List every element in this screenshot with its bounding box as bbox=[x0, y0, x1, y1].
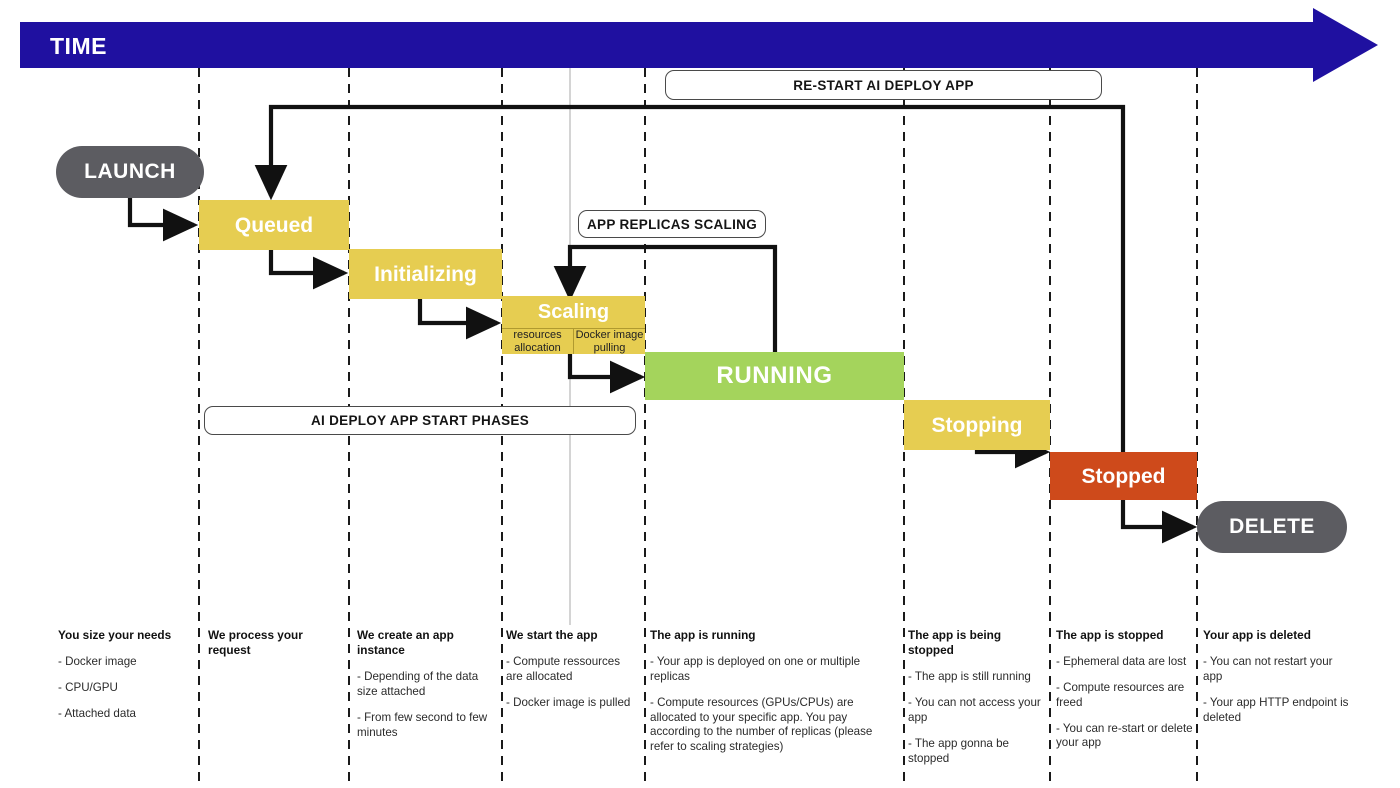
annotation-restart-label: RE-START AI DEPLOY APP bbox=[793, 77, 974, 93]
annotation-restart-ai-deploy-app: RE-START AI DEPLOY APP bbox=[665, 70, 1102, 100]
column-bullet: - Docker image bbox=[58, 655, 137, 669]
resources-allocation-line2: allocation bbox=[514, 341, 561, 354]
docker-image-pulling-line2: pulling bbox=[593, 341, 626, 354]
column-bullet: - Your app HTTP endpoint is deleted bbox=[1203, 695, 1349, 724]
scaling-subphase-resources-allocation: resources allocation bbox=[502, 328, 573, 354]
column-the-app-is-stopped: The app is stopped - Ephemeral data are … bbox=[1056, 628, 1194, 751]
state-stopping[interactable]: Stopping bbox=[904, 400, 1050, 450]
state-queued-label: Queued bbox=[234, 213, 314, 237]
column-head: Your app is deleted bbox=[1203, 628, 1311, 642]
column-head: The app is running bbox=[650, 628, 756, 642]
launch-terminal[interactable]: LAUNCH bbox=[56, 146, 204, 198]
column-head: We process your request bbox=[208, 628, 303, 658]
state-scaling-label: Scaling bbox=[537, 301, 610, 323]
launch-terminal-label: LAUNCH bbox=[84, 160, 176, 183]
delete-terminal[interactable]: DELETE bbox=[1197, 501, 1347, 553]
column-we-start-the-app: We start the app - Compute ressources ar… bbox=[506, 628, 638, 711]
column-the-app-is-being-stopped: The app is being stopped - The app is st… bbox=[908, 628, 1046, 766]
column-your-app-is-deleted: Your app is deleted - You can not restar… bbox=[1203, 628, 1351, 725]
column-you-size-your-needs: You size your needs - Docker image - CPU… bbox=[58, 628, 190, 722]
arrow-scaling-to-running bbox=[567, 353, 646, 394]
column-head: The app is stopped bbox=[1056, 628, 1164, 642]
arrow-queued-to-initializing bbox=[268, 250, 349, 290]
scaling-subphase-docker-image-pulling: Docker image pulling bbox=[573, 328, 645, 354]
column-bullet: - CPU/GPU bbox=[58, 680, 118, 694]
annotation-replicas-label: APP REPLICAS SCALING bbox=[586, 216, 758, 232]
time-axis-label: TIME bbox=[50, 33, 107, 59]
annotation-app-replicas-scaling: APP REPLICAS SCALING bbox=[578, 210, 766, 238]
state-initializing-label: Initializing bbox=[374, 262, 477, 286]
column-bullet: - Compute resources are freed bbox=[1056, 680, 1185, 709]
column-bullet: - Attached data bbox=[58, 706, 136, 720]
column-bullet: - You can not restart your app bbox=[1203, 655, 1333, 683]
annotation-start-phases-label: AI DEPLOY APP START PHASES bbox=[310, 413, 530, 428]
column-head: The app is being stopped bbox=[908, 628, 1002, 658]
column-bullet: - You can not access your app bbox=[908, 696, 1041, 724]
column-head: We create an app instance bbox=[357, 628, 454, 658]
column-bullet: - From few second to few minutes bbox=[357, 710, 488, 739]
column-bullet: - Compute resources (GPUs/CPUs) are allo… bbox=[650, 695, 873, 754]
state-queued[interactable]: Queued bbox=[199, 200, 349, 250]
state-stopped[interactable]: Stopped bbox=[1050, 452, 1197, 500]
state-running-label: RUNNING bbox=[716, 362, 833, 389]
arrow-initializing-to-scaling bbox=[417, 297, 502, 340]
column-we-process-your-request: We process your request bbox=[208, 628, 338, 670]
column-bullet: - Depending of the data size attached bbox=[357, 670, 479, 699]
state-initializing[interactable]: Initializing bbox=[349, 249, 502, 299]
column-we-create-an-app-instance: We create an app instance - Depending of… bbox=[357, 628, 493, 741]
column-head: We start the app bbox=[506, 628, 598, 642]
delete-terminal-label: DELETE bbox=[1229, 515, 1315, 538]
column-bullet: - The app is still running bbox=[908, 670, 1031, 684]
column-bullet: - Docker image is pulled bbox=[506, 695, 631, 709]
column-bullet: - Compute ressources are allocated bbox=[506, 655, 621, 683]
column-bullet: - Your app is deployed on one or multipl… bbox=[650, 655, 861, 683]
state-stopped-label: Stopped bbox=[1081, 464, 1166, 488]
column-the-app-is-running: The app is running - Your app is deploye… bbox=[650, 628, 898, 755]
arrow-stopping-to-stopped bbox=[1120, 500, 1198, 544]
column-bullet: - You can re-start or delete your app bbox=[1056, 721, 1193, 750]
resources-allocation-line1: resources bbox=[513, 329, 562, 342]
state-running[interactable]: RUNNING bbox=[645, 352, 904, 400]
state-scaling[interactable]: Scaling bbox=[502, 296, 645, 328]
column-bullet: - The app gonna be stopped bbox=[908, 736, 1009, 765]
docker-image-pulling-line1: Docker image bbox=[575, 329, 644, 342]
column-bullet: - Ephemeral data are lost bbox=[1056, 655, 1187, 669]
state-stopping-label: Stopping bbox=[931, 413, 1023, 437]
annotation-ai-deploy-app-start-phases: AI DEPLOY APP START PHASES bbox=[204, 406, 636, 435]
column-head: You size your needs bbox=[58, 628, 172, 642]
